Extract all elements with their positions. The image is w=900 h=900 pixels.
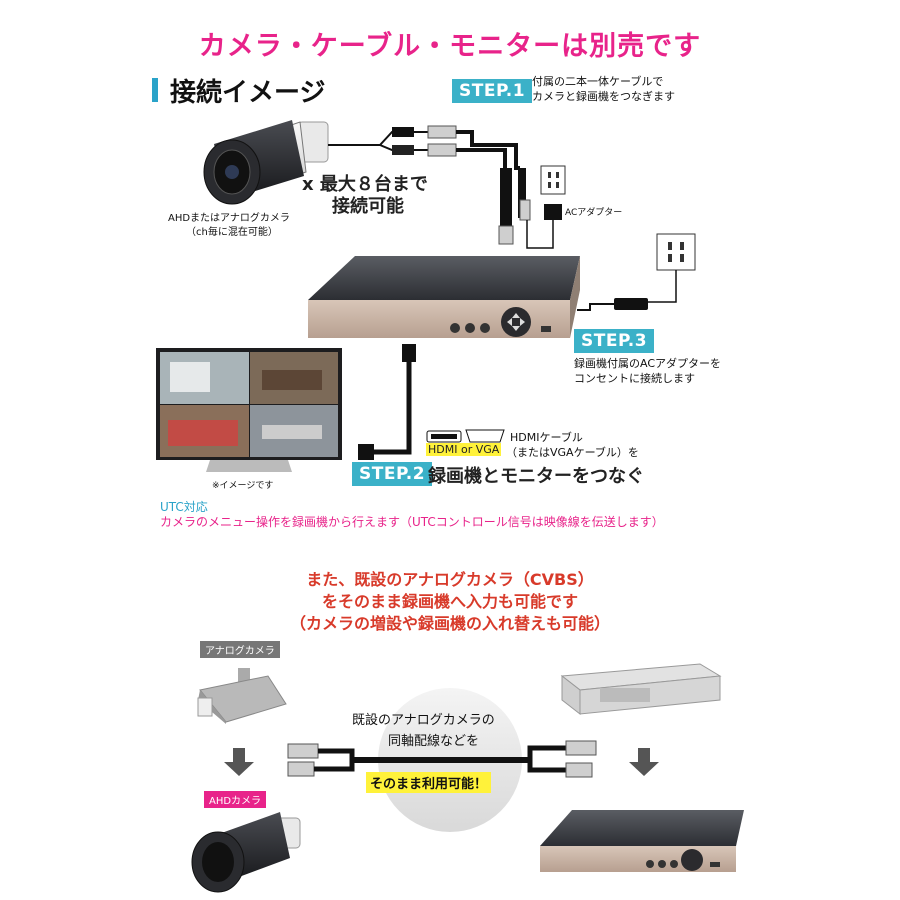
section-title: 接続イメージ	[170, 78, 326, 108]
red-text-line3: （カメラの増設や録画機の入れ替えも可能）	[289, 614, 610, 633]
circle-highlight: そのまま利用可能！	[366, 772, 492, 793]
hdmi-vga-label: HDMI or VGA	[426, 443, 502, 456]
step1-line2: カメラと録画機をつなぎます	[532, 90, 675, 103]
ac-adapter-label: ACアダプター	[565, 208, 623, 218]
legacy-dvr-recorder	[560, 663, 722, 716]
dvr-recorder-bottom	[540, 810, 744, 872]
step1-badge: STEP.1	[452, 79, 533, 103]
dvr-recorder-main	[308, 256, 580, 338]
ahd-bullet-camera-top	[203, 120, 329, 205]
max-cameras-line1: x 最大８台まで	[302, 174, 428, 195]
step3-line1: 録画機付属のACアダプターを	[574, 357, 722, 370]
step1-line1: 付属の二本一体ケーブルで	[532, 75, 664, 88]
step3-line2: コンセントに接続します	[574, 372, 695, 385]
step2-caption: 録画機とモニターをつなぐ	[428, 466, 644, 487]
circle-text-line1: 既設のアナログカメラの	[352, 713, 495, 728]
ahd-camera-tag: AHDカメラ	[204, 791, 267, 808]
analog-camera-tag: アナログカメラ	[200, 641, 280, 658]
ahd-bullet-camera-bottom	[191, 812, 301, 893]
step2-cable-line2: （またはVGAケーブル）を	[506, 446, 639, 459]
analog-box-camera	[197, 668, 287, 724]
circle-text-line2: 同軸配線などを	[388, 734, 480, 749]
camera-caption-line1: AHDまたはアナログカメラ	[168, 213, 290, 224]
banner-title: カメラ・ケーブル・モニターは別売です	[198, 31, 702, 62]
red-text-line2: をそのまま録画機へ入力も可能です	[321, 592, 578, 611]
step2-badge: STEP.2	[352, 462, 433, 486]
down-arrow-icon	[629, 748, 659, 776]
section-accent-bar	[152, 78, 158, 102]
red-text-line1: また、既設のアナログカメラ（CVBS）	[306, 570, 594, 589]
monitor	[156, 348, 342, 472]
utc-description: カメラのメニュー操作を録画機から行えます（UTCコントロール信号は映像線を伝送し…	[160, 515, 664, 529]
step3-badge: STEP.3	[574, 329, 655, 353]
utc-title: UTC対応	[160, 500, 208, 514]
down-arrow-icon	[224, 748, 254, 776]
monitor-note: ※イメージです	[212, 481, 274, 491]
camera-caption-line2: （ch毎に混在可能）	[186, 227, 278, 238]
max-cameras-line2: 接続可能	[332, 196, 404, 217]
step2-cable-line1: HDMIケーブル	[510, 431, 583, 444]
